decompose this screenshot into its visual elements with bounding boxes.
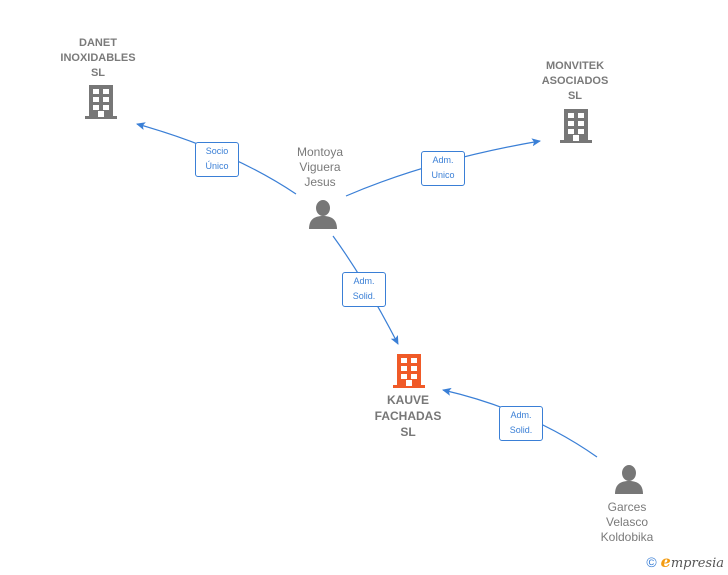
- brand-logo[interactable]: empresia: [660, 552, 724, 571]
- person-icon[interactable]: [307, 199, 339, 229]
- building-icon[interactable]: [559, 108, 593, 144]
- node-label-garces[interactable]: Garces Velasco Koldobika: [600, 500, 654, 544]
- building-icon[interactable]: [84, 84, 118, 120]
- node-label-montoya[interactable]: Montoya Viguera Jesus: [296, 145, 344, 189]
- edge-label-adm-solid-garces[interactable]: Adm. Solid.: [499, 406, 543, 441]
- edge-label-socio-unico[interactable]: Socio Único: [195, 142, 239, 177]
- copyright-icon: ©: [646, 553, 657, 570]
- edge-label-adm-solid-montoya[interactable]: Adm. Solid.: [342, 272, 386, 307]
- node-label-kauve[interactable]: KAUVE FACHADAS SL: [374, 393, 442, 439]
- edge-label-adm-unico[interactable]: Adm. Unico: [421, 151, 465, 186]
- footer-branding: © empresia: [646, 552, 724, 571]
- person-icon[interactable]: [613, 464, 645, 494]
- node-label-monvitek[interactable]: MONVITEK ASOCIADOS SL: [541, 60, 609, 102]
- building-icon-main[interactable]: [392, 353, 426, 389]
- node-label-danet[interactable]: DANET INOXIDABLES SL: [60, 37, 136, 79]
